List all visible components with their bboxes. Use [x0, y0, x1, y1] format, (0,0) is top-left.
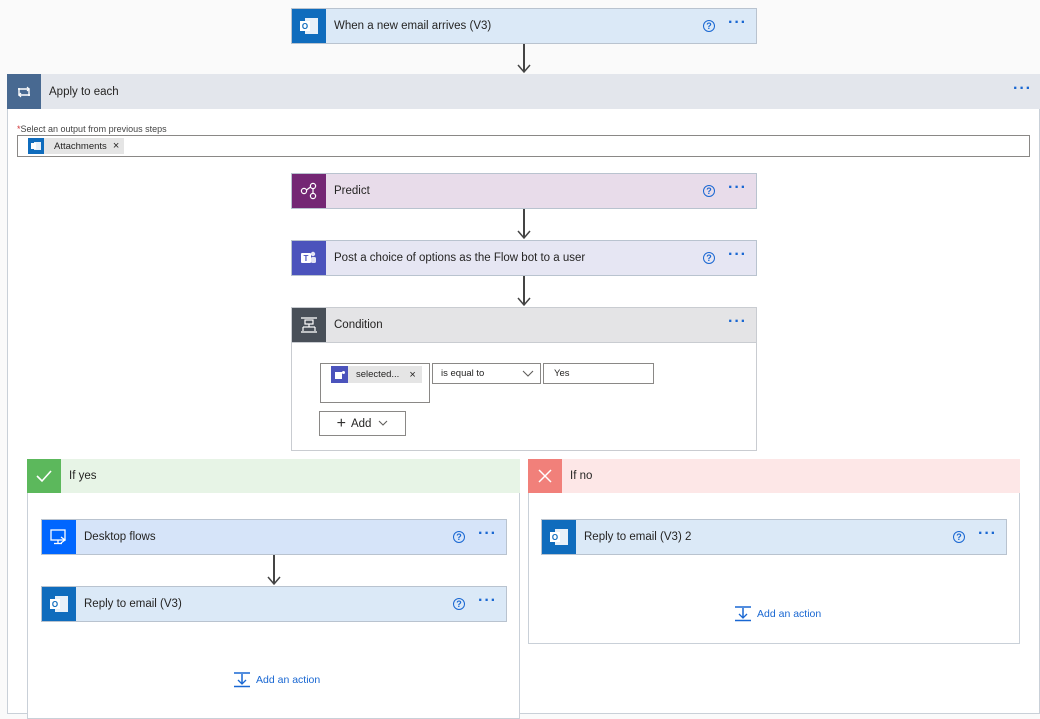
chevron-down-icon: [522, 370, 534, 377]
reply-email-2-title: Reply to email (V3) 2: [584, 531, 692, 543]
add-label: Add: [350, 417, 372, 430]
desktop-flows-icon: [42, 520, 76, 554]
reply-email-card[interactable]: O Reply to email (V3) ? ···: [41, 586, 507, 622]
checkmark-icon: [27, 459, 61, 493]
help-icon[interactable]: ?: [703, 252, 716, 264]
more-options-icon[interactable]: ···: [478, 525, 497, 542]
desktop-flows-title: Desktop flows: [84, 531, 156, 543]
condition-left-operand[interactable]: selected... ×: [320, 363, 430, 403]
ai-builder-icon: [292, 174, 326, 208]
required-mark: *: [17, 124, 21, 134]
predict-title: Predict: [334, 185, 370, 197]
more-options-icon[interactable]: ···: [1013, 79, 1032, 97]
teams-icon: T: [292, 241, 326, 275]
trigger-title: When a new email arrives (V3): [334, 20, 492, 32]
help-icon[interactable]: ?: [453, 531, 466, 543]
add-condition-button[interactable]: + Add: [319, 411, 406, 436]
if-yes-label: If yes: [69, 470, 97, 482]
outlook-icon: [28, 138, 44, 154]
if-no-header[interactable]: If no: [528, 459, 1020, 493]
post-choice-title: Post a choice of options as the Flow bot…: [334, 252, 586, 264]
post-choice-card[interactable]: T Post a choice of options as the Flow b…: [291, 240, 757, 276]
connector-arrow: [266, 555, 282, 586]
more-options-icon[interactable]: ···: [728, 313, 747, 330]
reply-email-title: Reply to email (V3): [84, 598, 182, 610]
reply-email-2-card[interactable]: O Reply to email (V3) 2 ? ···: [541, 519, 1007, 555]
more-options-icon[interactable]: ···: [728, 246, 747, 263]
svg-text:O: O: [552, 533, 558, 542]
add-action-label: Add an action: [757, 607, 822, 620]
outlook-icon: O: [542, 520, 576, 554]
apply-each-header[interactable]: Apply to each ···: [7, 74, 1040, 109]
desktop-flows-card[interactable]: Desktop flows ? ···: [41, 519, 507, 555]
operand-value: Yes: [554, 368, 570, 379]
help-icon[interactable]: ?: [703, 20, 716, 32]
add-action-link[interactable]: Add an action: [233, 671, 320, 688]
add-action-label: Add an action: [256, 673, 321, 686]
more-options-icon[interactable]: ···: [978, 525, 997, 542]
trigger-card[interactable]: O When a new email arrives (V3) ? ···: [291, 8, 757, 44]
close-icon: [528, 459, 562, 493]
connector-arrow: [516, 44, 532, 74]
condition-icon: [292, 308, 326, 342]
operator-dropdown[interactable]: is equal to: [432, 363, 541, 384]
more-options-icon[interactable]: ···: [728, 179, 747, 196]
loop-icon: [7, 74, 41, 109]
more-options-icon[interactable]: ···: [728, 14, 747, 31]
condition-title: Condition: [334, 319, 383, 331]
token-label: Attachments: [54, 140, 107, 152]
more-options-icon[interactable]: ···: [478, 592, 497, 609]
help-icon[interactable]: ?: [453, 598, 466, 610]
field-label: *Select an output from previous steps: [17, 124, 167, 134]
token-remove-icon[interactable]: ×: [112, 140, 120, 152]
connector-arrow: [516, 276, 532, 307]
teams-icon: [331, 366, 348, 383]
if-no-label: If no: [570, 470, 593, 482]
token-label: selected...: [356, 369, 400, 380]
add-action-icon: [234, 672, 250, 688]
outlook-icon: O: [42, 587, 76, 621]
apply-each-title: Apply to each: [49, 85, 119, 98]
selected-token[interactable]: selected... ×: [331, 366, 422, 383]
help-icon[interactable]: ?: [703, 185, 716, 197]
chevron-down-icon: [379, 420, 388, 426]
help-icon[interactable]: ?: [953, 531, 966, 543]
svg-text:T: T: [304, 254, 309, 263]
if-yes-header[interactable]: If yes: [27, 459, 520, 493]
svg-text:O: O: [302, 22, 308, 31]
svg-text:O: O: [52, 600, 58, 609]
operator-value: is equal to: [441, 368, 485, 379]
output-selector-input[interactable]: Attachments ×: [17, 135, 1030, 157]
attachments-token[interactable]: Attachments ×: [28, 138, 125, 154]
plus-icon: +: [336, 414, 346, 432]
condition-header[interactable]: Condition ···: [291, 307, 757, 343]
condition-right-operand[interactable]: Yes: [543, 363, 654, 384]
outlook-icon: O: [292, 9, 326, 43]
token-remove-icon[interactable]: ×: [409, 368, 416, 381]
add-action-icon: [735, 606, 751, 622]
predict-card[interactable]: Predict ? ···: [291, 173, 757, 209]
add-action-link[interactable]: Add an action: [734, 605, 821, 622]
connector-arrow: [516, 209, 532, 240]
